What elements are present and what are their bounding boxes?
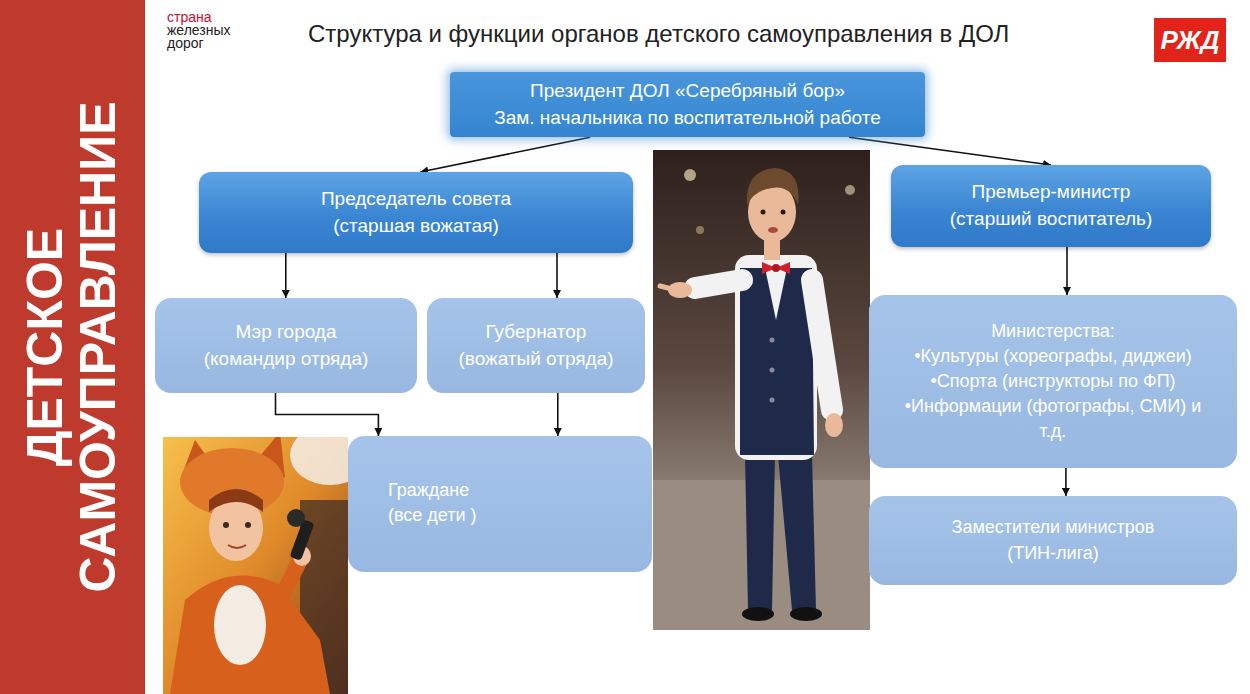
node-text: Граждане	[388, 478, 469, 503]
process-box: Президент ДОЛ «Серебряный бор»Зам. начал…	[450, 72, 925, 137]
node-text: Заместители министров	[952, 515, 1155, 540]
node-text: Мэр города	[235, 319, 336, 346]
process-box: Губернатор(вожатый отряда)	[427, 298, 645, 393]
connector-arrow	[1065, 468, 1067, 496]
logo-text: железных дорог	[167, 24, 247, 50]
process-box: Председатель совета(старшая вожатая)	[199, 172, 633, 253]
girl-photo	[163, 437, 348, 694]
side-banner-text: ДЕТСКОЕ САМОУПРАВЛЕНИЕ	[17, 67, 127, 627]
node-text: Губернатор	[486, 319, 587, 346]
process-box: Премьер-министр(старший воспитатель)	[891, 165, 1211, 247]
node-text: Президент ДОЛ «Серебряный бор»	[530, 78, 845, 105]
logo-text: РЖД	[1154, 18, 1226, 62]
connector-arrow	[276, 393, 379, 436]
process-box: Заместители министров(ТИН-лига)	[869, 496, 1237, 585]
node-text: •Информации (фотографы, СМИ) и т.д.	[903, 394, 1203, 444]
connector-arrow	[556, 253, 558, 298]
node-text: (все дети )	[388, 503, 477, 528]
node-text: Зам. начальника по воспитательной работе	[494, 105, 881, 132]
connector-arrow	[1066, 247, 1068, 295]
connector-arrow	[285, 253, 287, 298]
node-text: •Культуры (хореографы, диджеи)	[914, 344, 1191, 369]
connector-arrow	[557, 393, 559, 436]
node-text: Премьер-министр	[972, 179, 1131, 206]
node-text: (старшая вожатая)	[333, 213, 499, 240]
boy-photo	[653, 150, 870, 630]
node-text: Министерства:	[991, 319, 1115, 344]
process-box: Министерства:•Культуры (хореографы, дидж…	[869, 295, 1237, 468]
node-text: (вожатый отряда)	[458, 346, 613, 373]
node-text: •Спорта (инструкторы по ФП)	[930, 369, 1175, 394]
connector-arrow	[849, 137, 1051, 165]
page-title: Структура и функции органов детского сам…	[308, 20, 1009, 48]
node-text: (ТИН-лига)	[1007, 541, 1099, 566]
process-box: Мэр города(командир отряда)	[155, 298, 417, 393]
process-box: Граждане(все дети )	[348, 436, 652, 572]
logo-text: страна	[167, 11, 257, 24]
connector-arrow	[420, 137, 590, 172]
node-text: (командир отряда)	[204, 346, 369, 373]
node-text: (старший воспитатель)	[950, 206, 1152, 233]
node-text: Председатель совета	[321, 186, 511, 213]
